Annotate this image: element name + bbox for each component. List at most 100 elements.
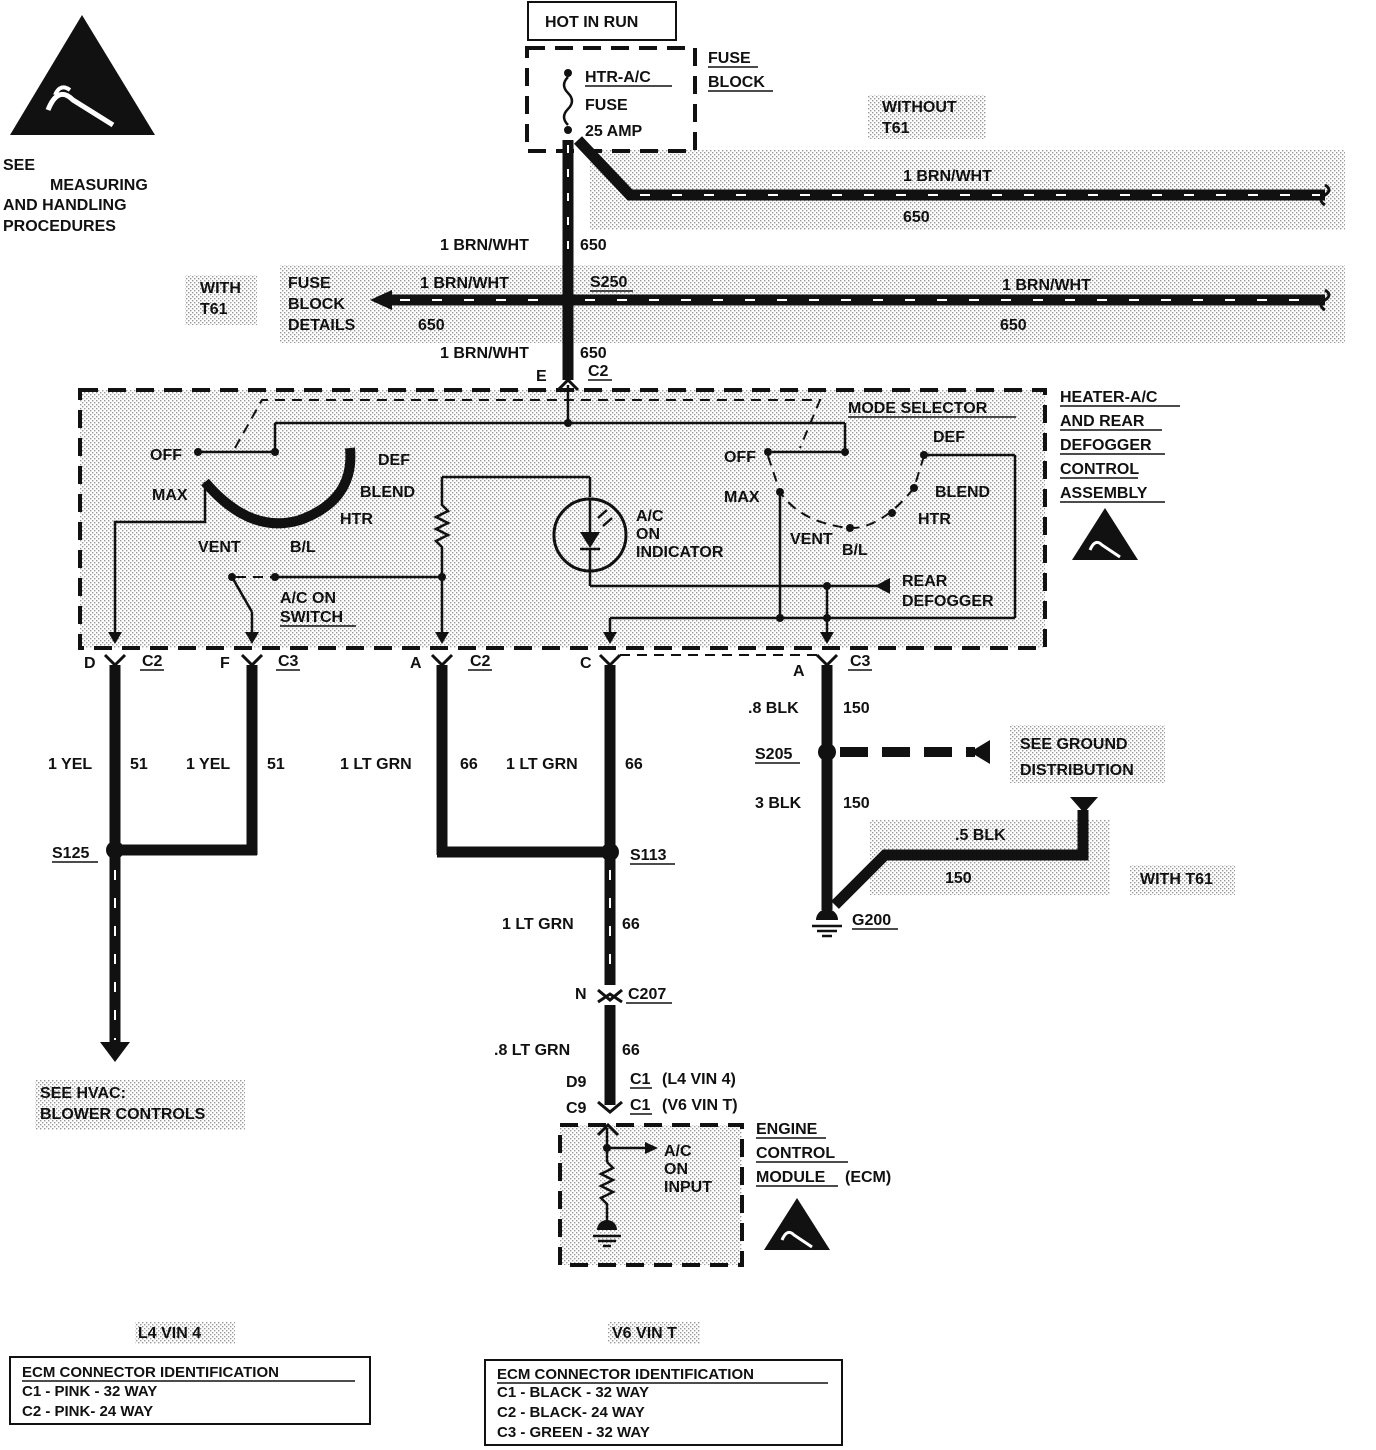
- right-off-label: OFF: [724, 449, 756, 466]
- right-blend-label: BLEND: [935, 484, 990, 501]
- rear-defogger-arrow-icon: [875, 578, 890, 594]
- esd-warning-icon: [10, 15, 155, 135]
- wire-ltgrn-label-2: 1 LT GRN: [506, 756, 578, 773]
- wire-150-label-1: 150: [843, 700, 870, 717]
- left-bl-label: B/L: [290, 539, 316, 556]
- wire-label-brn-wht-v2: 1 BRN/WHT: [440, 345, 529, 362]
- wire-66-label-3: 66: [622, 916, 640, 933]
- connector-c207: C207: [628, 986, 666, 1003]
- fuse-block-label-1: FUSE: [708, 50, 751, 67]
- table-l4: L4 VIN 4 ECM CONNECTOR IDENTIFICATION C1…: [9, 1325, 371, 1425]
- wire-150-label-2: 150: [843, 795, 870, 812]
- see-ground-1: SEE GROUND: [1020, 736, 1128, 753]
- hot-in-run-label: HOT IN RUN: [545, 14, 638, 31]
- svg-text:ASSEMBLY: ASSEMBLY: [1060, 485, 1148, 502]
- with-t61-1: WITH: [200, 280, 241, 297]
- ecm-input-1: A/C: [664, 1143, 692, 1160]
- table-row: C3 - GREEN - 32 WAY: [497, 1424, 650, 1441]
- fuse-block-outline: [525, 46, 697, 153]
- svg-text:AND REAR: AND REAR: [1060, 413, 1145, 430]
- svg-text:A: A: [793, 663, 805, 680]
- left-htr-label: HTR: [340, 511, 373, 528]
- rear-defogger-1: REAR: [902, 573, 948, 590]
- ecm-name-1: ENGINE: [756, 1121, 818, 1138]
- ecm-abbr: (ECM): [845, 1169, 891, 1186]
- wire-66-label-4: 66: [622, 1042, 640, 1059]
- svg-text:F: F: [220, 655, 230, 672]
- arrow-left-icon: [370, 290, 392, 310]
- esd-icon-control: [1072, 508, 1138, 560]
- svg-text:C2: C2: [142, 653, 163, 670]
- svg-text:ECM CONNECTOR IDENTIFICATION: ECM CONNECTOR IDENTIFICATION: [497, 1366, 754, 1383]
- wire-yel-label-1: 1 YEL: [48, 756, 92, 773]
- with-t61-2: T61: [200, 301, 228, 318]
- left-vent-label: VENT: [198, 539, 241, 556]
- wire-51-label-2: 51: [267, 756, 285, 773]
- connector-C2-top: C2: [588, 363, 609, 380]
- connector-row-bottom: D C2 F C3 A C2 C A C3: [84, 653, 872, 680]
- control-assembly-outline: [78, 388, 1047, 650]
- ecm-input-3: INPUT: [664, 1179, 712, 1196]
- svg-text:C3: C3: [850, 653, 871, 670]
- splice-s113: [601, 843, 619, 861]
- splice-s205-label: S205: [755, 746, 792, 763]
- wire-ltgrn-label-3: 1 LT GRN: [502, 916, 574, 933]
- left-blend-label: BLEND: [360, 484, 415, 501]
- splice-s205: [818, 743, 836, 761]
- svg-text:C: C: [580, 655, 592, 672]
- ac-on-switch-1: A/C ON: [280, 590, 336, 607]
- wire-circuit-650-right: 650: [1000, 317, 1027, 334]
- svg-text:CONTROL: CONTROL: [1060, 461, 1139, 478]
- wire-yel-label-2: 1 YEL: [186, 756, 230, 773]
- hot-in-run-box: [527, 1, 677, 41]
- fuse-symbol: [562, 69, 574, 134]
- table-v6: V6 VIN T ECM CONNECTOR IDENTIFICATION C1…: [484, 1325, 843, 1446]
- fuse-block-label-2: BLOCK: [708, 74, 765, 91]
- ecm-input-2: ON: [664, 1161, 688, 1178]
- wire-circuit-650-left: 650: [418, 317, 445, 334]
- wire-blk05-label: .5 BLK: [955, 827, 1006, 844]
- right-htr-label: HTR: [918, 511, 951, 528]
- ecm-outline: [558, 1123, 744, 1267]
- mode-selector-label: MODE SELECTOR: [848, 400, 988, 417]
- fuse-block-details-1: FUSE: [288, 275, 331, 292]
- fuse-label: FUSE: [585, 97, 628, 114]
- ecm-name-2: CONTROL: [756, 1145, 835, 1162]
- connector-c1-l4: C1: [630, 1071, 651, 1088]
- connector-c207-symbol: [597, 988, 623, 1004]
- table-row: C1 - BLACK - 32 WAY: [497, 1384, 649, 1401]
- without-t61-1: WITHOUT: [882, 99, 957, 116]
- wire-150-label-3: 150: [945, 870, 972, 887]
- wire-ltgrn-label-1: 1 LT GRN: [340, 756, 412, 773]
- right-def-label: DEF: [933, 429, 965, 446]
- connector-C9: C9: [566, 1100, 587, 1117]
- connector-E: E: [536, 368, 547, 385]
- ac-on-switch-2: SWITCH: [280, 609, 343, 626]
- svg-text:ECM CONNECTOR IDENTIFICATION: ECM CONNECTOR IDENTIFICATION: [22, 1364, 279, 1381]
- wire-ltgrn08-label: .8 LT GRN: [494, 1042, 570, 1059]
- svg-text:SEE: SEE: [3, 157, 35, 174]
- connector-c1-v6: C1: [630, 1097, 651, 1114]
- wire-150-with-t61: [831, 810, 1089, 909]
- right-vent-label: VENT: [790, 531, 833, 548]
- ac-indicator-2: ON: [636, 526, 660, 543]
- fuse-name: HTR-A/C: [585, 69, 651, 86]
- wire-label-brn-wht-top: 1 BRN/WHT: [903, 168, 992, 185]
- wire-circuit-650-top: 650: [903, 209, 930, 226]
- esd-icon-ecm: [764, 1198, 830, 1250]
- wire-66-label-1: 66: [460, 756, 478, 773]
- left-off-label: OFF: [150, 447, 182, 464]
- connector-l4-note: (L4 VIN 4): [662, 1071, 736, 1088]
- ground-g200-icon: [812, 909, 842, 938]
- hvac-ref-2: BLOWER CONTROLS: [40, 1106, 206, 1123]
- ecm-name-3: MODULE: [756, 1169, 826, 1186]
- connector-E-symbol: [556, 377, 580, 392]
- control-assembly-title: HEATER-A/C AND REAR DEFOGGER CONTROL ASS…: [1060, 389, 1180, 503]
- svg-text:DEFOGGER: DEFOGGER: [1060, 437, 1152, 454]
- wire-label-brn-wht-right: 1 BRN/WHT: [1002, 277, 1091, 294]
- fuse-block-details-3: DETAILS: [288, 317, 356, 334]
- svg-text:V6 VIN T: V6 VIN T: [612, 1325, 677, 1342]
- svg-text:PROCEDURES: PROCEDURES: [3, 218, 116, 235]
- wire-blk08-label: .8 BLK: [748, 700, 799, 717]
